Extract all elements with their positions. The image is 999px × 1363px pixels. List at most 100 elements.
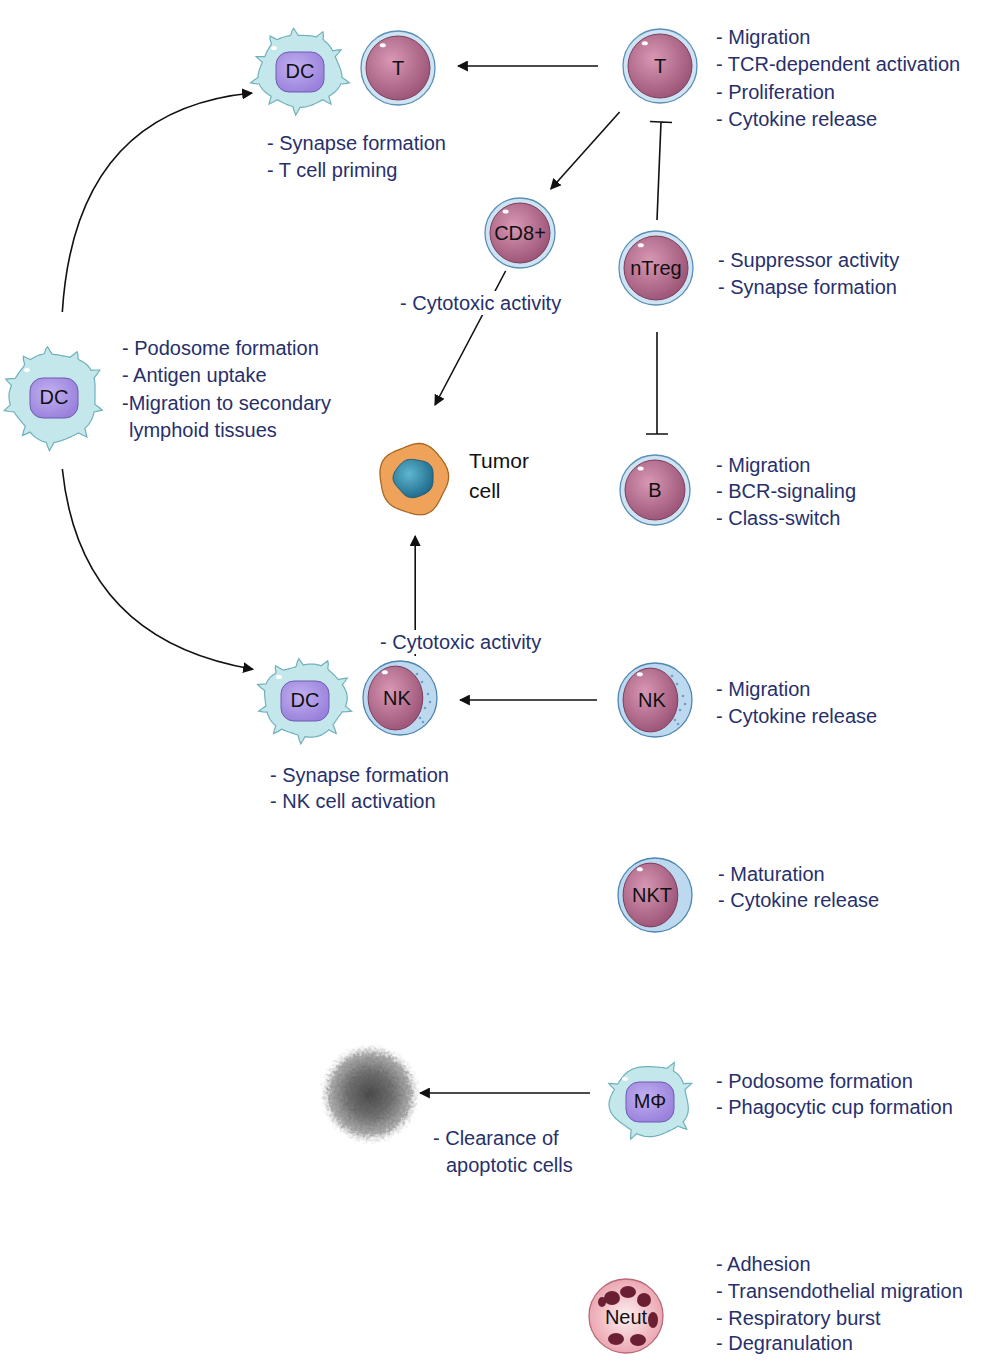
granule [677, 723, 680, 726]
highlight [24, 368, 30, 372]
arrow-line [62, 469, 253, 669]
cell-membrane [618, 858, 692, 932]
nucleus-lobe [604, 1291, 620, 1305]
highlight [276, 675, 282, 679]
cell-node: Neut [588, 1278, 664, 1354]
function-note: - Respiratory burst [716, 1306, 881, 1330]
cell-label: B [648, 478, 661, 502]
function-note: - Podosome formation [122, 336, 319, 360]
cell-nucleus [393, 459, 433, 497]
apoptotic-cell [320, 1044, 420, 1144]
function-note: - Degranulation [716, 1331, 853, 1355]
cell-label: CD8+ [494, 221, 546, 245]
highlight [622, 1077, 628, 1081]
cell-membrane [251, 28, 350, 115]
cell-nucleus [626, 1082, 674, 1122]
function-note: - Transendothelial migration [716, 1279, 963, 1303]
cell-membrane [609, 1063, 692, 1140]
granule [421, 681, 424, 684]
granule [682, 695, 685, 698]
function-note: - Suppressor activity [718, 248, 899, 272]
function-note: - Cytokine release [716, 704, 877, 728]
highlight [637, 867, 643, 871]
granule [679, 709, 682, 712]
function-note: - Synapse formation [270, 763, 449, 787]
cell-label: NK [638, 688, 666, 712]
arrow-line [458, 65, 598, 67]
arrow-line [551, 112, 620, 189]
granule [416, 673, 419, 676]
cell-node: DC [255, 656, 355, 744]
highlight [638, 466, 644, 470]
arrow-line [62, 93, 252, 312]
cell-membrane [380, 444, 449, 515]
highlight [271, 46, 277, 50]
function-note: - Migration [716, 677, 810, 701]
cell-node: NKT [617, 857, 693, 933]
function-note: - Migration [716, 25, 810, 49]
granule [424, 707, 427, 710]
cell-label: MΦ [634, 1089, 667, 1113]
cell-label: DC [291, 688, 320, 712]
function-note: - Migration [716, 453, 810, 477]
cell-node: Tumor cell [376, 440, 546, 518]
cell-node: NK [617, 662, 693, 738]
clearance-arrow [420, 1092, 590, 1094]
function-note: - Maturation [718, 862, 825, 886]
cell-nucleus [623, 863, 678, 927]
cell-node: CD8+ [484, 197, 556, 269]
cell-label: nTreg [630, 256, 682, 280]
function-note: - Cytokine release [718, 888, 879, 912]
granule [674, 719, 677, 722]
granule [422, 721, 425, 724]
highlight [380, 43, 386, 47]
cell-membrane [620, 455, 690, 525]
function-note: - Podosome formation [716, 1069, 913, 1093]
cell-label: DC [40, 385, 69, 409]
function-note: - TCR-dependent activation [716, 52, 960, 76]
cell-nucleus [281, 681, 329, 721]
cell-node: NK [362, 660, 438, 736]
cell-nucleus [368, 666, 423, 730]
cell-nucleus [625, 460, 685, 520]
cell-membrane [619, 231, 693, 305]
function-note: - Synapse formation [718, 275, 897, 299]
cell-label: T [392, 56, 404, 80]
function-note: - Synapse formation [267, 131, 446, 155]
cell-node: T [360, 30, 436, 106]
function-note: - Class-switch [716, 506, 840, 530]
function-note: - T cell priming [267, 158, 397, 182]
cell-nucleus [490, 203, 550, 263]
cell-membrane [618, 663, 692, 737]
cell-label: NKT [632, 883, 672, 907]
granule [429, 701, 432, 704]
granule [671, 675, 674, 678]
function-note: - Cytotoxic activity [377, 630, 544, 654]
arrow-line [460, 699, 597, 701]
cell-nucleus [30, 378, 78, 418]
nucleus-lobe [637, 1293, 651, 1307]
cell-label: DC [286, 59, 315, 83]
cell-node: B [619, 454, 691, 526]
function-note: - NK cell activation [270, 789, 436, 813]
function-note: - Cytotoxic activity [397, 291, 564, 315]
cell-node: DC [2, 345, 106, 449]
cell-membrane [4, 347, 102, 451]
highlight [642, 41, 648, 45]
highlight [637, 672, 643, 676]
cell-nucleus [366, 36, 430, 100]
cell-node: nTreg [618, 230, 694, 306]
nucleus-lobe [630, 1334, 646, 1346]
cell-label: T [654, 54, 666, 78]
cell-nucleus [624, 236, 688, 300]
cell-node: DC [250, 27, 350, 115]
cell-membrane [623, 29, 697, 103]
cell-membrane [363, 661, 437, 735]
granule [427, 693, 430, 696]
cell-nucleus [623, 668, 678, 732]
granule [419, 717, 422, 720]
cell-label: Neut [588, 1305, 664, 1329]
cell-label: NK [383, 686, 411, 710]
function-note: - Clearance of apoptotic cells [433, 1125, 606, 1179]
nucleus-lobe [648, 1312, 658, 1328]
